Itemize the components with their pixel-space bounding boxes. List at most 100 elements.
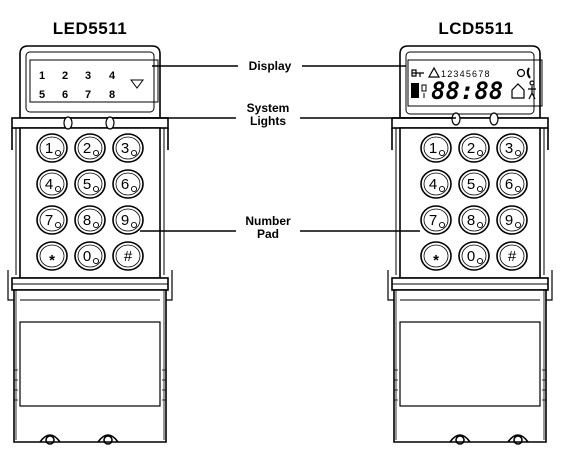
led-key-function-icon	[130, 185, 138, 193]
lcd-key-function-icon	[476, 221, 484, 229]
lcd-key-pound[interactable]: #	[496, 241, 528, 271]
led-key-label: *	[49, 252, 55, 269]
armed-light	[105, 116, 115, 130]
lcd-key-star[interactable]: *	[420, 241, 452, 271]
led-key-label: 1	[45, 140, 53, 157]
led-zone-lights: 1 2 3 4 5 6 7 8	[39, 70, 144, 101]
led-key-2[interactable]: 2	[74, 133, 106, 163]
led-key-function-icon	[92, 185, 100, 193]
bell-icon	[421, 84, 427, 98]
lcd-key-function-icon	[514, 221, 522, 229]
led-zone-2: 2	[62, 70, 68, 82]
lcd5511-title: LCD5511	[438, 19, 513, 38]
lcd-cover-panel	[399, 321, 541, 407]
led-key-label: 2	[83, 140, 91, 157]
led-key-function-icon	[130, 221, 138, 229]
led-key-label: 9	[121, 212, 129, 229]
lcd-key-label: #	[508, 248, 517, 265]
lcd-key-4[interactable]: 4	[420, 169, 452, 199]
lcd-key-label: 5	[467, 176, 475, 193]
lcd-key-label: 4	[429, 176, 437, 193]
number-pad-label-line1: Number	[245, 214, 291, 228]
ready-light-lcd	[451, 112, 461, 126]
led-key-label: 3	[121, 140, 129, 157]
armed-light-lcd	[489, 112, 499, 126]
led-key-9[interactable]: 9	[112, 205, 144, 235]
led-zone-1: 1	[39, 70, 45, 82]
system-lights-label-line2: Lights	[250, 114, 286, 128]
lcd-key-1[interactable]: 1	[420, 133, 452, 163]
led-zone-4: 4	[109, 70, 116, 82]
led-cover-panel	[19, 321, 161, 407]
ready-light	[63, 116, 73, 130]
led-key-function-icon	[92, 257, 100, 265]
led-key-function-icon	[130, 149, 138, 157]
lcd-key-9[interactable]: 9	[496, 205, 528, 235]
led-key-label: 5	[83, 176, 91, 193]
key-icon	[411, 69, 424, 77]
lcd-key-3[interactable]: 3	[496, 133, 528, 163]
led-system-lights	[63, 116, 115, 130]
person-icon	[528, 80, 536, 100]
lcd-key-label: 8	[467, 212, 475, 229]
led-key-3[interactable]: 3	[112, 133, 144, 163]
lcd-key-7[interactable]: 7	[420, 205, 452, 235]
led-key-function-icon	[54, 221, 62, 229]
lcd-key-0[interactable]: 0	[458, 241, 490, 271]
led-key-4[interactable]: 4	[36, 169, 68, 199]
led-key-function-icon	[92, 149, 100, 157]
lcd-key-label: 3	[505, 140, 513, 157]
led-key-star[interactable]: *	[36, 241, 68, 271]
led-zone-6: 6	[62, 89, 68, 101]
callouts	[114, 65, 456, 232]
led-key-5[interactable]: 5	[74, 169, 106, 199]
led-key-label: 4	[45, 176, 53, 193]
trouble-icon	[427, 66, 441, 78]
lcd-key-function-icon	[514, 185, 522, 193]
led-display-window	[29, 59, 159, 103]
led5511-keypad	[7, 45, 173, 445]
led-key-0[interactable]: 0	[74, 241, 106, 271]
lcd-key-label: 0	[467, 248, 475, 265]
door-icon	[411, 83, 419, 98]
lcd-key-8[interactable]: 8	[458, 205, 490, 235]
led5511-title: LED5511	[53, 19, 127, 38]
lcd-key-6[interactable]: 6	[496, 169, 528, 199]
lcd-key-function-icon	[438, 149, 446, 157]
lcd-readout: 12345678 88:88	[411, 66, 536, 105]
led-key-6[interactable]: 6	[112, 169, 144, 199]
lcd-key-5[interactable]: 5	[458, 169, 490, 199]
lcd-zone-numbers: 12345678	[441, 69, 491, 79]
system-lights-label-line1: System	[247, 101, 290, 115]
lcd-key-label: 7	[429, 212, 437, 229]
led-zone-7: 7	[85, 89, 91, 101]
lcd-key-2[interactable]: 2	[458, 133, 490, 163]
signal-icon	[130, 79, 144, 89]
lcd-key-label: 6	[505, 176, 513, 193]
led-key-1[interactable]: 1	[36, 133, 68, 163]
led-key-function-icon	[92, 221, 100, 229]
led-key-pound[interactable]: #	[112, 241, 144, 271]
display-label: Display	[249, 59, 292, 73]
lcd-key-function-icon	[476, 257, 484, 265]
led-key-function-icon	[54, 149, 62, 157]
led-key-label: 6	[121, 176, 129, 193]
led-key-8[interactable]: 8	[74, 205, 106, 235]
phone-icon	[526, 67, 531, 79]
info-icon	[516, 68, 526, 78]
lcd-key-label: 9	[505, 212, 513, 229]
led-zone-3: 3	[85, 70, 91, 82]
lcd-key-label: 2	[467, 140, 475, 157]
led-key-label: #	[124, 248, 133, 265]
lcd-key-label: 1	[429, 140, 437, 157]
lcd-key-function-icon	[514, 149, 522, 157]
lcd-key-label: *	[433, 252, 439, 269]
lcd-key-function-icon	[438, 221, 446, 229]
lcd-system-lights	[451, 112, 499, 126]
lcd-key-function-icon	[438, 185, 446, 193]
led-key-7[interactable]: 7	[36, 205, 68, 235]
lcd5511-keypad	[387, 45, 553, 445]
home-icon	[511, 83, 525, 99]
